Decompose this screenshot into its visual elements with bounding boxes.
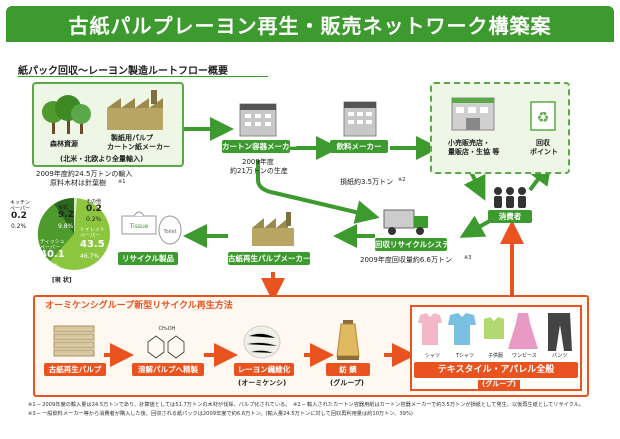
retailer-label-2: 量販店・生協 等 xyxy=(448,148,500,156)
factory-icon xyxy=(107,90,163,130)
carton-maker-label: カートン容器メーカー xyxy=(222,140,297,153)
carton-prod-2: 約21万トンの生産 xyxy=(230,167,288,175)
tshirt-icon xyxy=(448,313,476,345)
apparel-shirt: シャツ xyxy=(425,353,441,359)
new-method-heading: オーミケンシグループ新型リサイクル再生方法 xyxy=(45,301,233,311)
import-ast: ※1 xyxy=(118,179,126,185)
pie-tissue-label-1: ティッシュ xyxy=(40,239,65,245)
footnote-1: ※1 ─ 2009年度の輸入量は24.5万トンであり、計算値としては51.7万ト… xyxy=(28,402,585,408)
dress-icon xyxy=(508,313,538,349)
step-rayon: レーヨン繊維化 xyxy=(234,363,294,376)
pie-kitchen-label-2: ペーパー xyxy=(10,206,30,212)
toilet-text: Toilet xyxy=(162,229,176,235)
recycle-bin-icon: ♻ xyxy=(530,101,556,131)
svg-text:♻: ♻ xyxy=(537,110,550,126)
step-dissolving-pulp: 溶解パルプへ精製 xyxy=(132,363,204,376)
carton-prod-1: 2009年度 xyxy=(242,158,274,166)
apparel-dress: ワンピース xyxy=(512,353,537,359)
subtitle-underline xyxy=(18,76,268,77)
pie-other-pct: 0.2% xyxy=(86,216,102,223)
svg-text:CH₂OH: CH₂OH xyxy=(159,326,176,332)
tissue-text: Tissue xyxy=(129,223,149,230)
flow-subtitle: 紙パック回収～レーヨン製造ルートフロー概要 xyxy=(18,66,228,77)
apparel-pants: パンツ xyxy=(552,353,568,359)
consumer-people-icon xyxy=(494,187,526,208)
beverage-maker-label: 飲料メーカー xyxy=(330,140,388,153)
recycle-system-label: 回収リサイクルシステム xyxy=(375,238,457,251)
apparel-icons xyxy=(418,313,572,351)
pie-caption: [現 状] xyxy=(52,277,72,284)
forest-icon xyxy=(42,95,91,134)
step-rayon-sub: (オーミケンシ) xyxy=(238,379,287,387)
cellulose-formula-icon: CH₂OH xyxy=(147,326,185,359)
pie-toilet-value: 43.5 xyxy=(80,239,105,250)
pie-board-pct: 9.8% xyxy=(58,223,74,230)
pie-kitchen-label-1: キッチン xyxy=(10,200,31,206)
step-spinning: 紡 績 xyxy=(326,363,370,376)
supply-loss-ast: ※2 xyxy=(398,177,406,183)
step-recycled-pulp: 古紙再生パルプ xyxy=(44,363,106,376)
store-building-icon xyxy=(451,97,495,131)
kids-wear-icon xyxy=(484,317,504,339)
pie-other-value: 0.2 xyxy=(86,204,102,214)
pulp-maker-label-2: カートン紙メーカー xyxy=(107,143,170,151)
step-textile-sub: (グループ) xyxy=(478,380,520,389)
arrow-carton-loss xyxy=(256,160,380,224)
recycle-ast: ※3 xyxy=(464,255,472,261)
office-building-icon xyxy=(239,103,277,137)
pie-toilet-pct: 46.7% xyxy=(80,253,100,260)
import-annotation-1: 2009年度約24.5万トンの輸入 xyxy=(36,170,133,178)
consumer-label: 消費者 xyxy=(488,210,532,223)
recycle-pulp-maker-label: 古紙再生パルプメーカー xyxy=(228,252,311,265)
pie-toilet-label-2: ペーパー xyxy=(80,233,100,239)
pie-other-label: その他 xyxy=(86,199,102,205)
footnote-2: ※3 ─ 一般飲料メーカー等から消費者が購入した後、回収される紙パックは2009… xyxy=(28,411,413,417)
apparel-kids: 子供服 xyxy=(488,353,504,359)
step-spinning-sub: (グループ) xyxy=(330,379,364,387)
collect-label-1: 回収 xyxy=(536,139,550,147)
shirt-icon xyxy=(418,313,442,345)
apparel-tshirt: Tシャツ xyxy=(456,353,475,359)
beverage-building-icon xyxy=(343,101,377,137)
pulp-factory-icon xyxy=(252,212,294,246)
supply-loss: 損紙約3.5万トン xyxy=(340,178,394,186)
pie-slice-board xyxy=(54,197,74,234)
recycled-products-label: リサイクル製品 xyxy=(118,252,178,265)
pie-slice-other xyxy=(74,197,77,234)
yarn-spool-icon xyxy=(336,320,360,360)
pants-icon xyxy=(548,313,572,351)
import-annotation-2: 原料木材は針葉樹 xyxy=(50,179,106,187)
pie-tissue-pct: 43.0% xyxy=(40,263,60,270)
step-textile-apparel: テキスタイル・アパレル全般 xyxy=(414,362,578,378)
page-title: 古紙パルプレーヨン再生・販売ネットワーク構築案 xyxy=(6,6,614,42)
pie-chart xyxy=(37,197,110,270)
pulp-stack-icon xyxy=(53,325,95,357)
pie-kitchen-value: 0.2 xyxy=(11,211,27,221)
collect-label-2: ポイント xyxy=(530,148,558,156)
pie-board-label: 板紙 xyxy=(58,205,69,211)
recycle-amount: 2009年度回収量約6.6万トン xyxy=(360,256,452,264)
pie-tissue-label-2: ペーパー xyxy=(40,245,60,251)
pie-board-value: 9.2 xyxy=(58,210,74,220)
tissue-box-icon: Tissue Toilet xyxy=(121,211,182,245)
pie-toilet-label-1: トイレット xyxy=(80,227,106,233)
import-note: (北米・北欧より全量輸入) xyxy=(60,155,144,163)
pie-tissue-value: 40.1 xyxy=(40,249,65,260)
pie-kitchen-pct: 0.2% xyxy=(11,223,27,230)
rayon-fiber-icon xyxy=(243,325,281,359)
forest-label: 森林資源 xyxy=(50,140,78,148)
retailer-label-1: 小売販売店・ xyxy=(448,139,490,147)
truck-icon xyxy=(383,209,428,235)
pulp-maker-label-1: 製紙用パルプ xyxy=(111,134,153,142)
